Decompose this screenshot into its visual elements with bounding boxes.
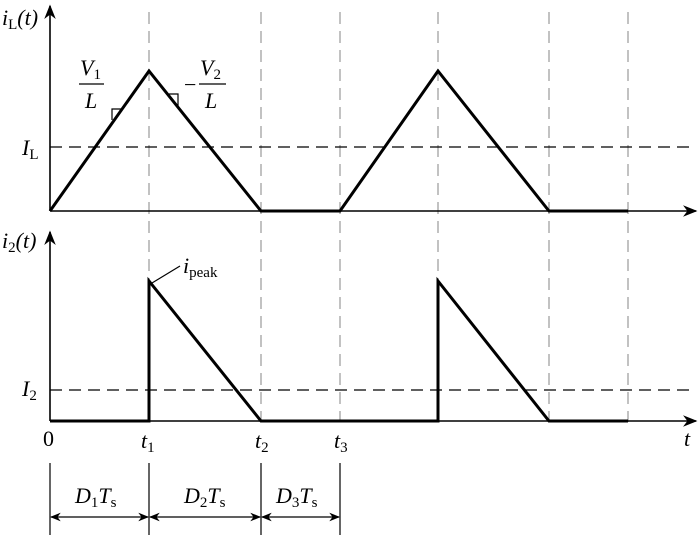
time-axis-labels: 0 t1 t2 t3 t [43, 426, 691, 456]
t-axis-label: t [684, 426, 691, 451]
fall-slope-marker [169, 93, 179, 106]
d3-label: D3Ts [275, 483, 318, 511]
fall-slope-label: − V2 L [184, 55, 226, 113]
peak-label: ipeak [183, 253, 218, 281]
svg-text:V2: V2 [200, 55, 221, 83]
il-level-label: IL [21, 135, 39, 163]
time-guides [148, 12, 629, 422]
origin-label: 0 [43, 426, 54, 451]
svg-text:L: L [204, 88, 217, 113]
inductor-current-plot: iL(t) IL V1 L − V2 L [2, 4, 698, 217]
bottom-y-label: i2(t) [2, 228, 36, 256]
top-y-label: iL(t) [2, 5, 38, 33]
interval-dimensions: D1Ts D2Ts D3Ts [49, 463, 341, 535]
output-current-plot: i2(t) I2 ipeak [2, 228, 698, 427]
t1-label: t1 [141, 428, 155, 456]
svg-text:−: − [184, 72, 196, 97]
rise-slope-label: V1 L [79, 55, 104, 113]
i2-waveform [50, 276, 628, 423]
d1-label: D1Ts [74, 483, 117, 511]
svg-text:L: L [84, 88, 97, 113]
peak-leader-line [151, 265, 181, 284]
t3-label: t3 [334, 428, 348, 456]
il-waveform [48, 68, 628, 213]
t2-label: t2 [255, 428, 269, 456]
rise-slope-marker [111, 108, 123, 120]
i2-level-label: I2 [21, 376, 37, 404]
svg-text:V1: V1 [80, 55, 101, 83]
d2-label: D2Ts [183, 483, 226, 511]
